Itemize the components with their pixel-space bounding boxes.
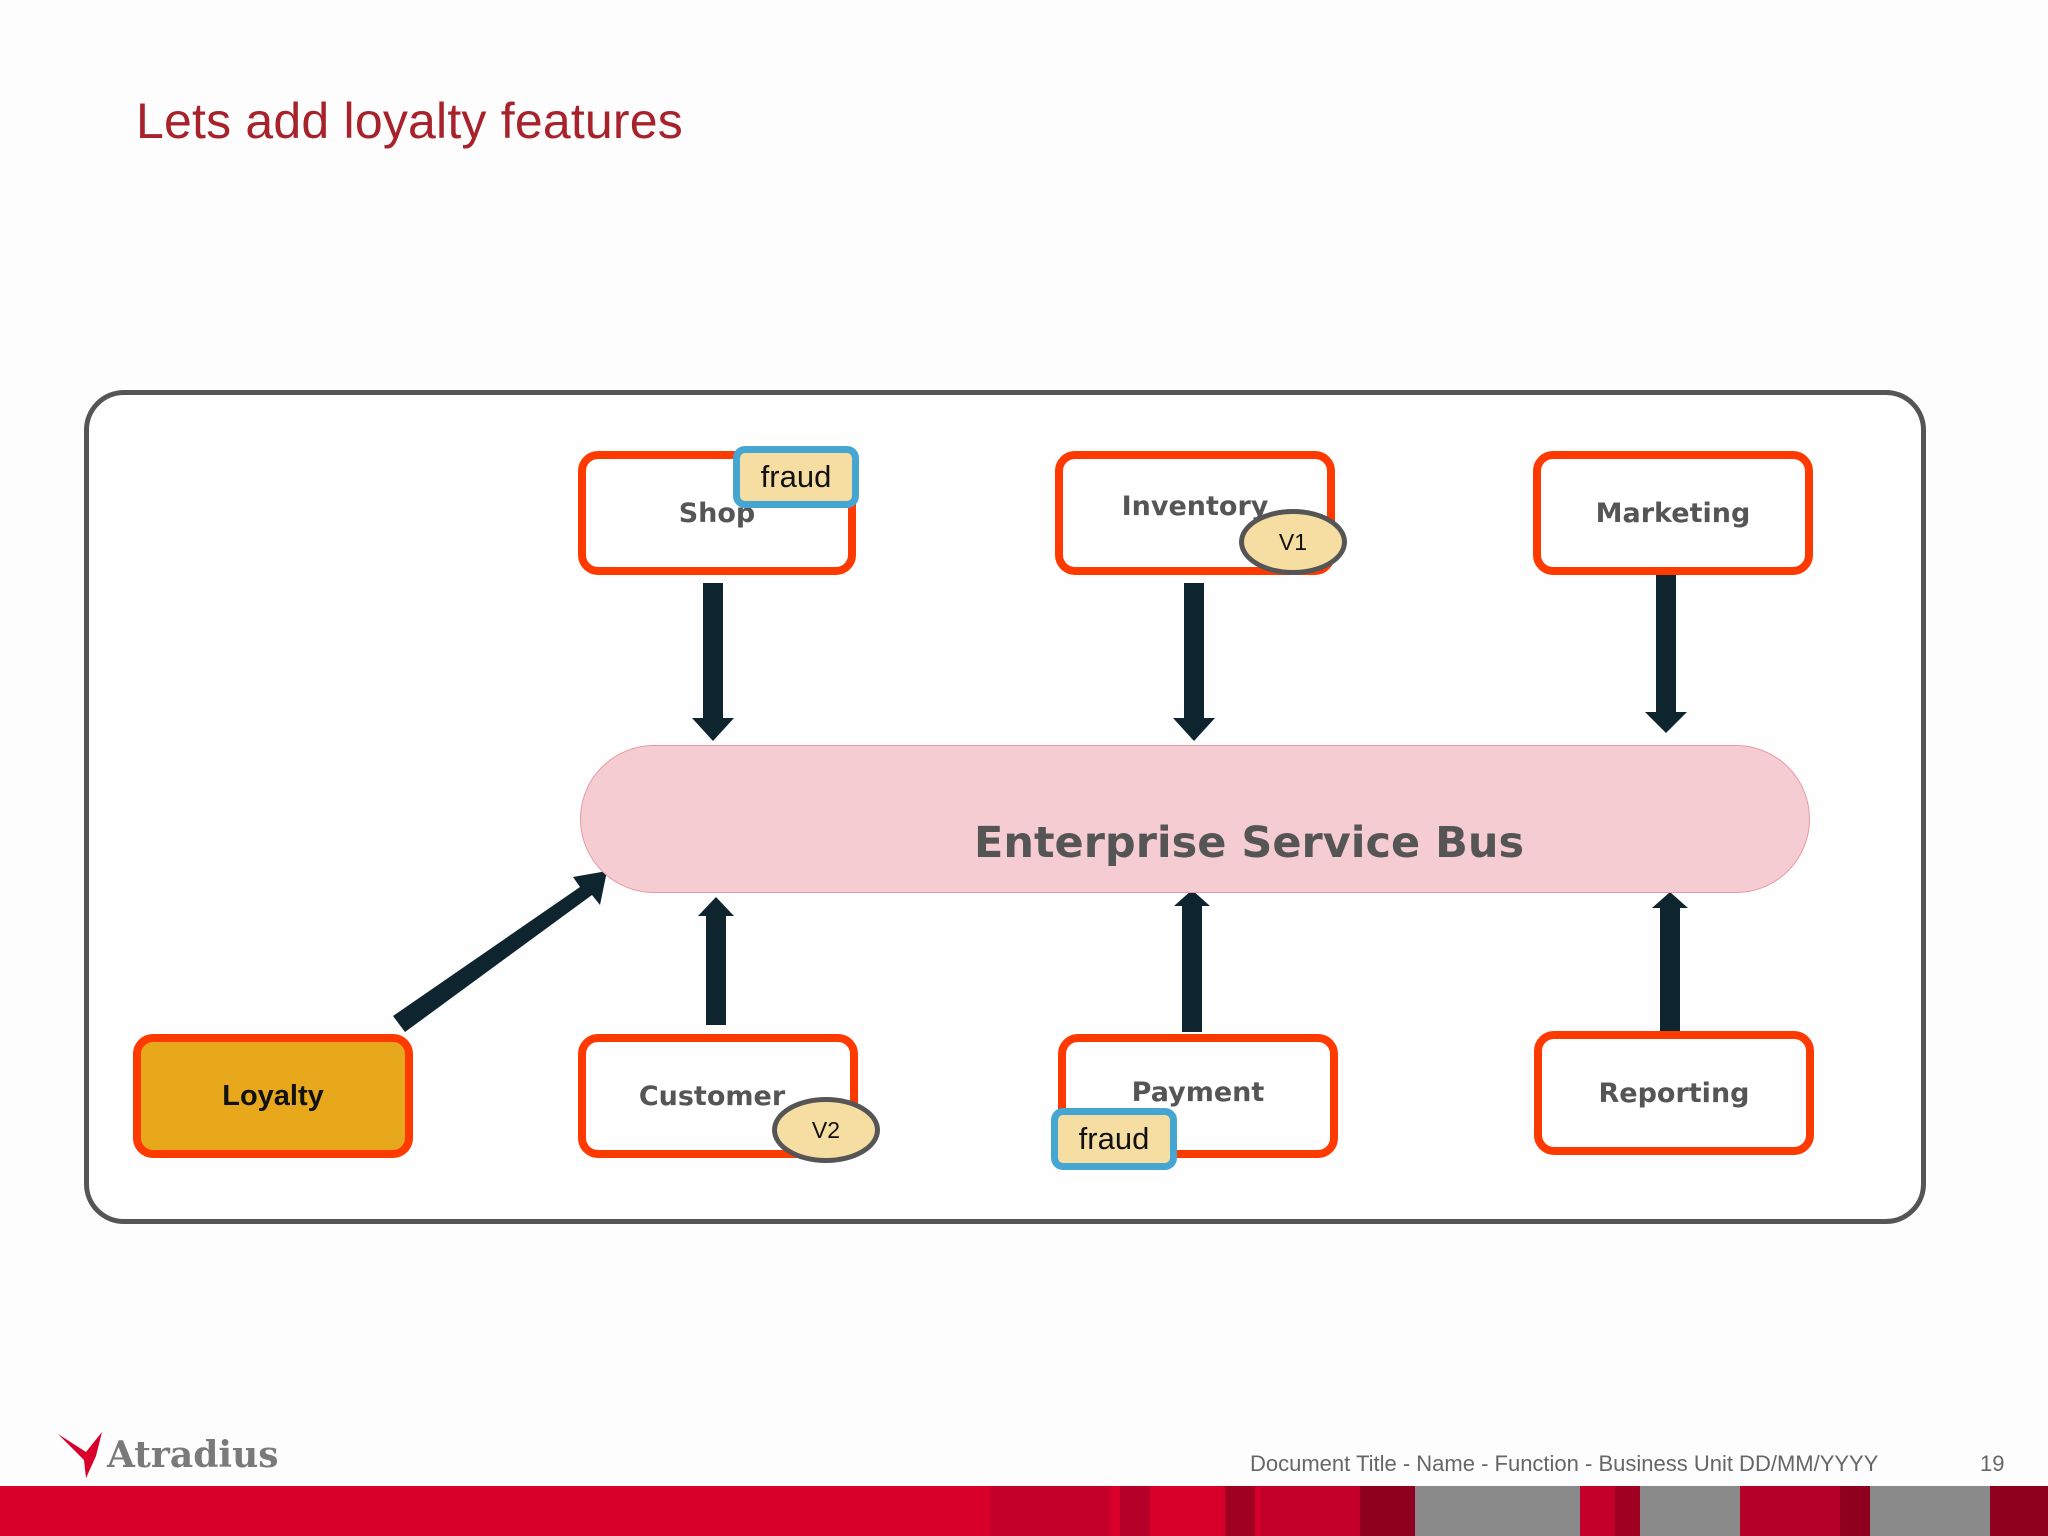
version-tag-customer: V2 xyxy=(772,1097,880,1163)
footer-color-bar xyxy=(0,1486,2048,1536)
logo-text: Atradius xyxy=(107,1434,279,1476)
service-reporting-label: Reporting xyxy=(1598,1077,1750,1109)
service-marketing-label: Marketing xyxy=(1595,497,1751,529)
fraud-tag-payment: fraud xyxy=(1051,1108,1177,1170)
service-payment: Payment xyxy=(1058,1034,1338,1158)
service-payment-label: Payment xyxy=(1131,1076,1265,1108)
service-shop: Shop xyxy=(578,451,856,575)
enterprise-service-bus xyxy=(580,745,1810,893)
arrow-marketing-to-bus xyxy=(1645,575,1687,733)
service-inventory-label: Inventory xyxy=(1121,490,1269,522)
arrow-customer-to-bus xyxy=(698,897,734,1025)
service-reporting: Reporting xyxy=(1534,1031,1814,1155)
atradius-logo-icon xyxy=(58,1432,102,1478)
bus-label: Enterprise Service Bus xyxy=(974,818,1525,868)
service-loyalty-label: Loyalty xyxy=(222,1079,324,1112)
version-tag-inventory: V1 xyxy=(1239,509,1347,575)
arrow-reporting-to-bus xyxy=(1652,892,1688,1032)
arrow-shop-to-bus xyxy=(692,583,734,741)
service-customer: Customer xyxy=(578,1034,858,1158)
service-marketing: Marketing xyxy=(1533,451,1813,575)
slide-title: Lets add loyalty features xyxy=(136,93,683,149)
service-customer-label: Customer xyxy=(638,1080,786,1112)
arrow-payment-to-bus xyxy=(1174,890,1210,1032)
footer-document-info: Document Title - Name - Function - Busin… xyxy=(1250,1451,1879,1476)
service-loyalty: Loyalty xyxy=(133,1034,413,1158)
arrow-loyalty-to-bus xyxy=(393,871,607,1032)
fraud-tag-shop: fraud xyxy=(733,446,859,508)
page-number: 19 xyxy=(1980,1451,2005,1476)
arrow-inventory-to-bus xyxy=(1173,583,1215,741)
